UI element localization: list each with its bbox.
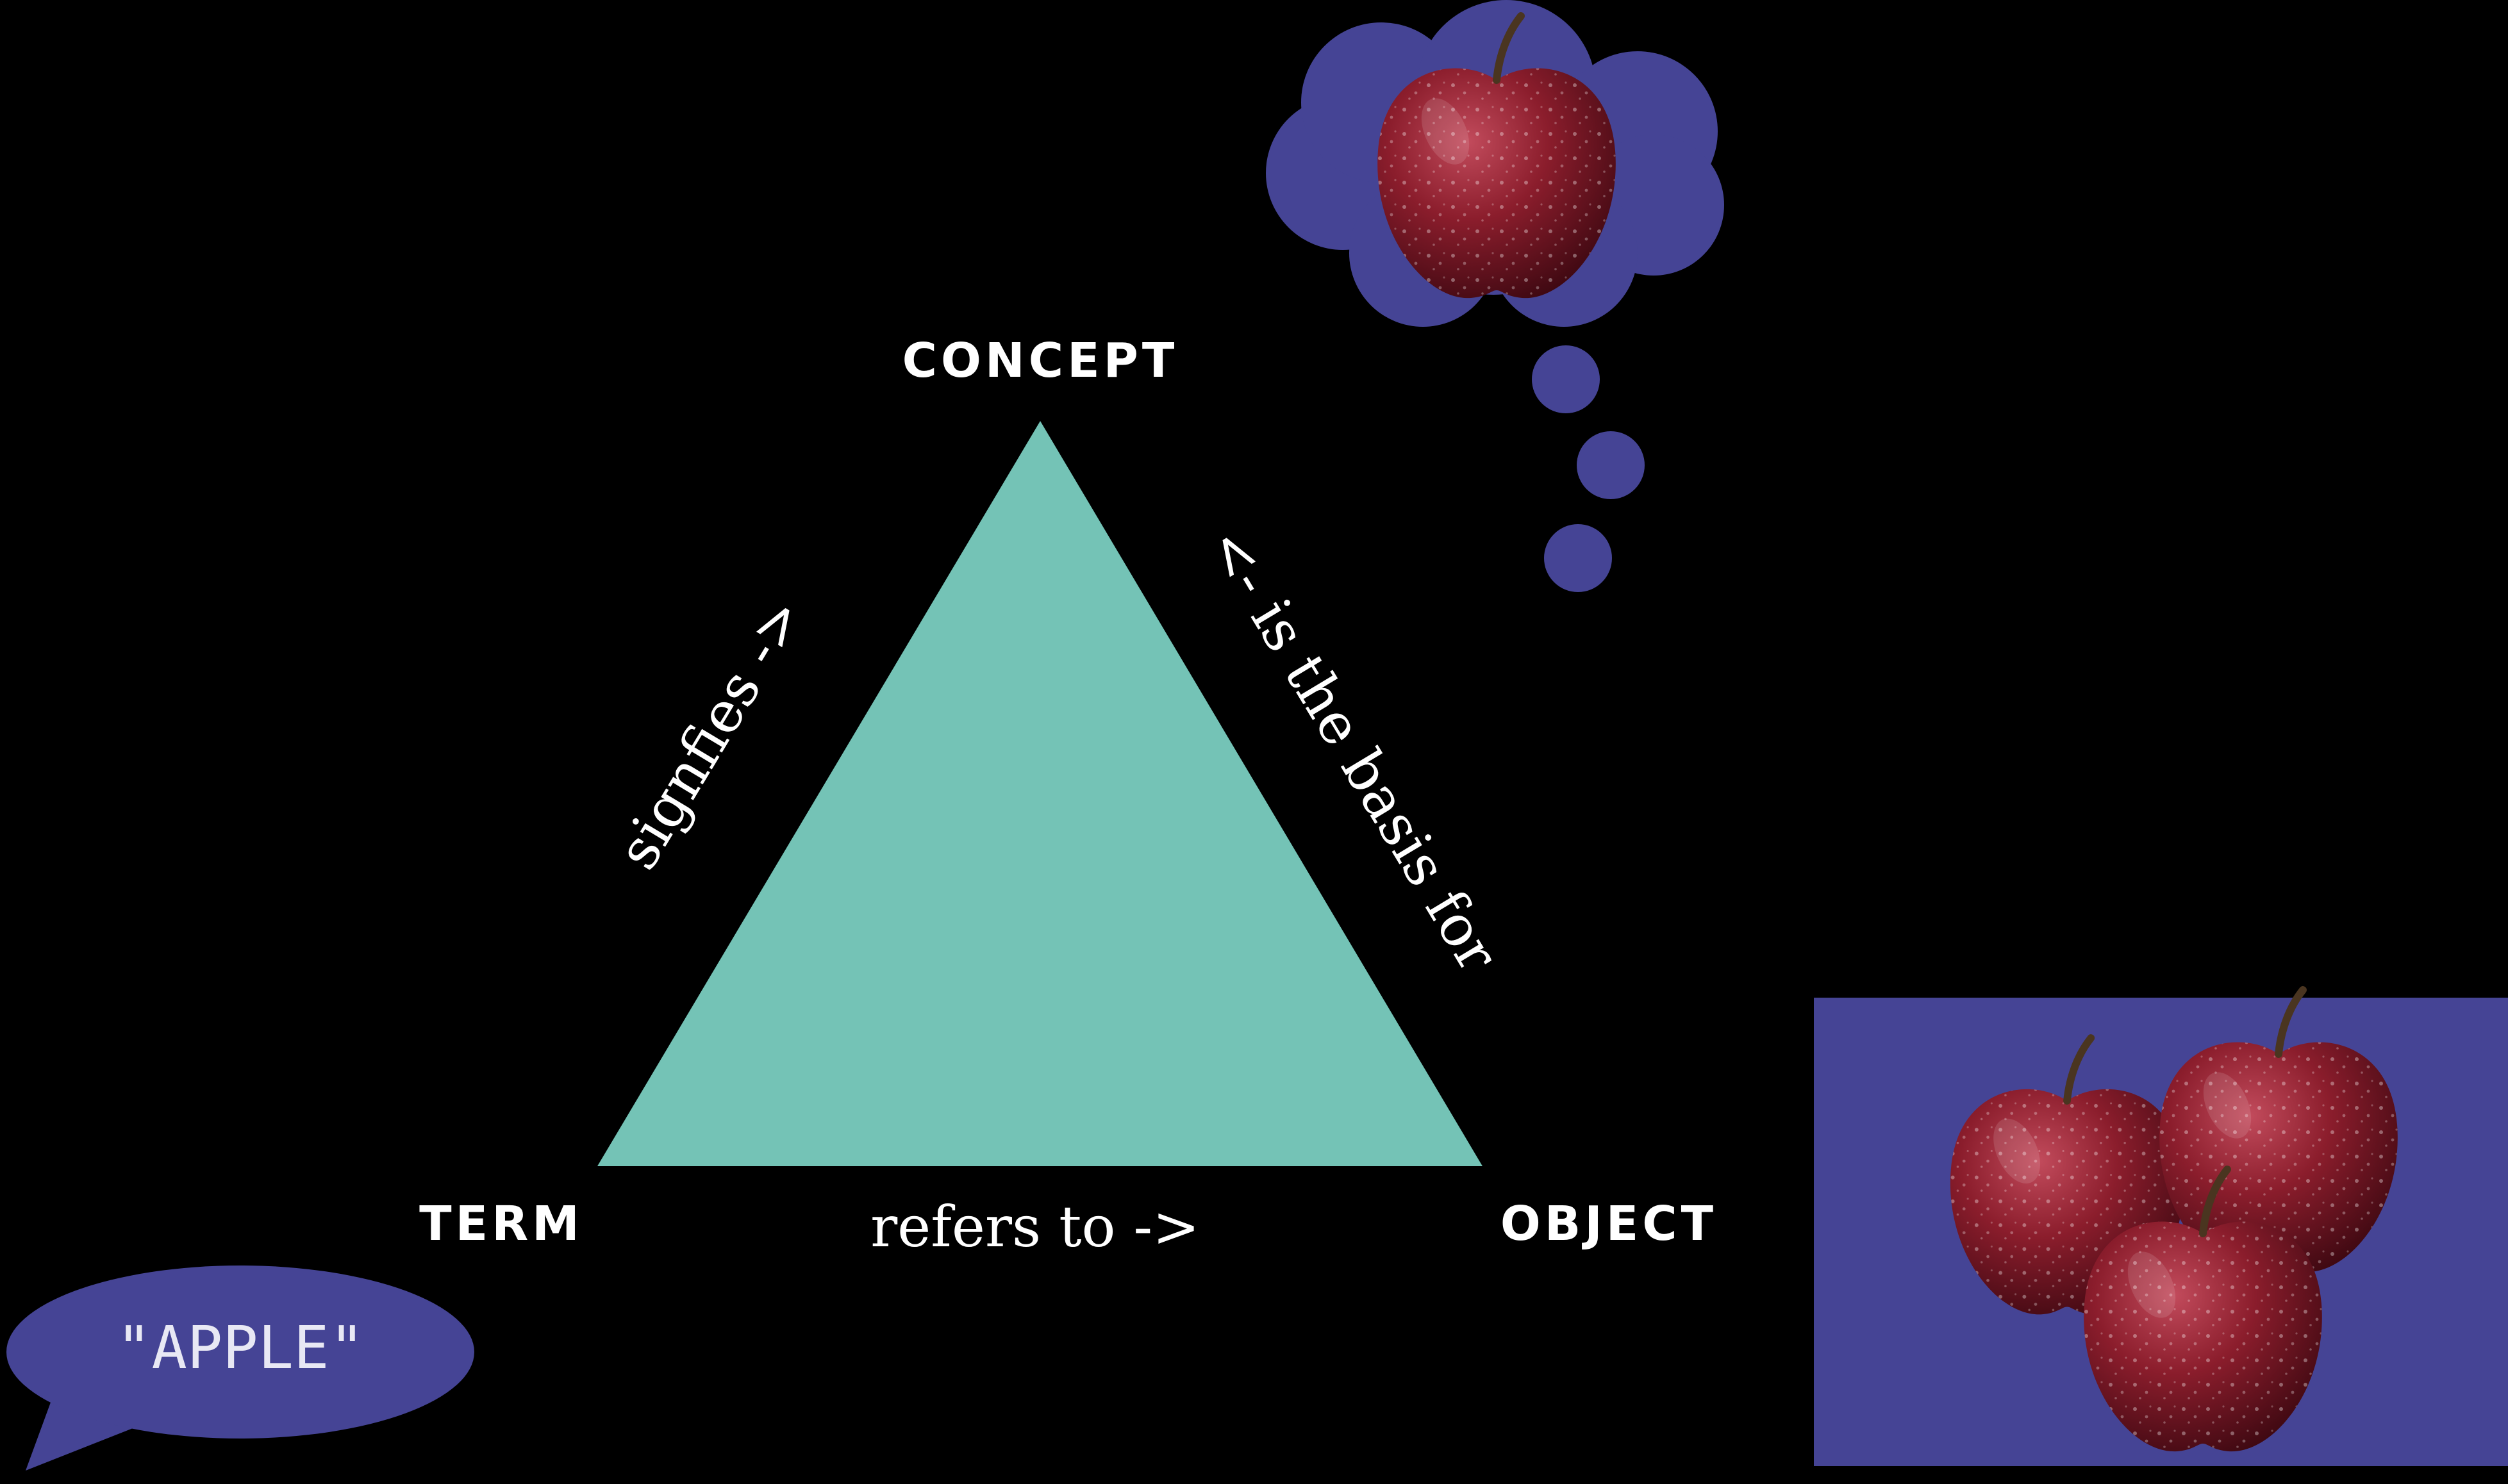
term-label: TERM [419,1196,583,1251]
concept-label: CONCEPT [902,333,1179,388]
thought-dot [1577,431,1645,499]
thought-bubble-dots [1532,345,1645,592]
edge-label-signifies: signfies -> [604,586,817,880]
speech-bubble-text: "APPLE" [116,1314,365,1382]
speech-bubble [6,1266,474,1471]
semiotic-triangle [597,421,1482,1166]
thought-dot [1544,524,1612,592]
object-label: OBJECT [1500,1196,1717,1251]
edge-label-refers-to: refers to -> [870,1194,1200,1260]
thought-dot [1532,345,1600,413]
